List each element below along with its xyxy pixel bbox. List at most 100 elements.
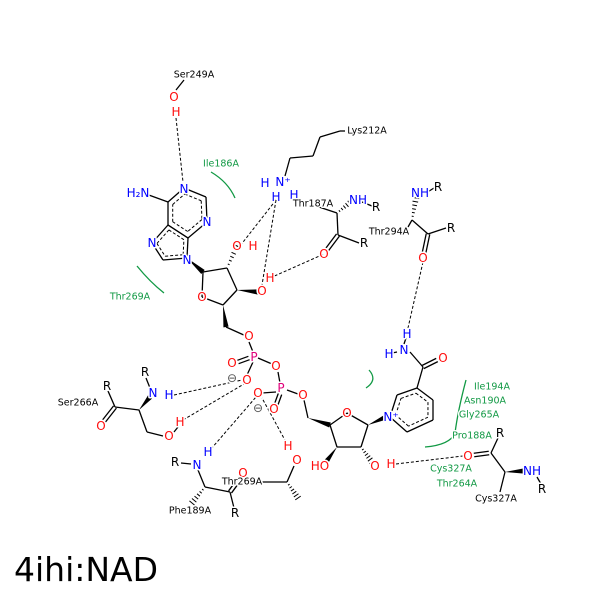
r-group: R <box>538 482 546 496</box>
residue-label-thr269: Thr269A <box>221 477 263 488</box>
bond <box>107 390 116 408</box>
hash-bond <box>293 493 299 498</box>
bond <box>490 452 506 473</box>
bond <box>403 337 407 345</box>
hash-bond <box>338 209 341 213</box>
ring-bond <box>329 424 338 448</box>
thr269-contact-arc <box>136 265 165 294</box>
ring-bond <box>346 412 369 426</box>
oxygen-atom: O <box>463 449 472 463</box>
ammonium-nitrogen: N⁺ <box>275 175 290 189</box>
double-bond <box>230 477 243 494</box>
bond <box>303 399 309 419</box>
oxygen-atom: O <box>319 247 328 261</box>
bond <box>312 136 321 157</box>
residue-label-thr294: Thr294A <box>368 227 410 238</box>
ring-bond <box>222 289 238 306</box>
hash-bond <box>230 255 234 259</box>
oxygen-atom: O <box>253 386 262 400</box>
hydrophobic-label-thr269: Thr269A <box>109 292 151 303</box>
ile186-contact-arc <box>210 171 236 199</box>
ring-bond <box>360 424 369 448</box>
double-bond <box>326 235 340 253</box>
nitrogen-atom: N <box>400 343 409 357</box>
hash-bond <box>412 200 419 203</box>
hydrogen-bond <box>261 397 287 443</box>
residue-label-ser266: Ser266A <box>58 398 99 409</box>
r-group: R <box>372 200 380 214</box>
hydrogen-atom: H <box>402 327 411 341</box>
hash-bond <box>361 448 364 451</box>
hydrogen-bond <box>407 261 424 329</box>
hash-bond <box>363 450 367 454</box>
nitrogen-atom: N <box>193 458 202 472</box>
double-bond <box>238 359 250 365</box>
oxygen-atom: O <box>96 419 105 433</box>
wedge-bond <box>308 418 331 428</box>
hash-bond <box>340 207 344 211</box>
ring-bond <box>186 237 189 259</box>
amine-group: NH <box>523 464 541 478</box>
double-bond <box>421 357 437 366</box>
aromatic-bond <box>172 193 186 205</box>
bond <box>409 351 424 368</box>
phosphorus-atom: P <box>277 381 284 395</box>
nitrogen-atom: N <box>148 236 157 250</box>
aromatic-bond <box>408 416 429 427</box>
bond <box>336 212 339 236</box>
bond <box>416 366 424 389</box>
hydrogen-bond <box>210 396 257 450</box>
oxygen-atom: O <box>298 388 307 402</box>
residue-label-thr187: Thr187A <box>292 199 334 210</box>
hash-bond <box>196 493 201 497</box>
hash-bond <box>289 486 293 489</box>
hydrophobic-label-ile194: Ile194A <box>474 382 510 393</box>
double-bond <box>273 393 279 405</box>
oxygen-atom: O <box>370 459 379 473</box>
hydrogen-atom: H <box>265 271 274 285</box>
hydrogen-bond <box>175 117 184 183</box>
hydrogen-atom: H <box>289 188 298 202</box>
hash-bond <box>290 488 295 492</box>
bond <box>427 227 447 235</box>
r-group: R <box>231 506 239 520</box>
bond <box>286 389 299 395</box>
double-bond <box>324 233 338 251</box>
oxygen-atom: O <box>244 329 253 343</box>
oxygen-atom: O <box>438 351 447 365</box>
oxygen-atom: O <box>271 359 280 373</box>
oxygen-atom: O <box>197 290 206 304</box>
aromatic-bond <box>172 221 188 232</box>
ring-bond <box>226 267 238 291</box>
bond <box>425 187 435 194</box>
ring-bond <box>201 296 224 306</box>
ring-bond <box>329 412 348 426</box>
oxygen-atom: O <box>242 373 251 387</box>
hash-bond <box>232 248 239 252</box>
hydrogen-bond <box>269 253 325 279</box>
hydrophobic-contact-arc <box>424 379 467 448</box>
double-bond <box>423 361 439 370</box>
r-group: R <box>103 379 111 393</box>
amino-group: H₂N <box>127 186 150 200</box>
hash-bond <box>347 200 352 206</box>
residue-label-ser249: Ser249A <box>174 70 215 81</box>
hydrophobic-label-gly265: Gly265A <box>459 410 500 421</box>
bond <box>284 157 291 177</box>
double-bond <box>228 475 241 492</box>
hash-bond <box>228 259 232 262</box>
wedge-bond <box>368 414 388 425</box>
hash-bond <box>412 196 420 200</box>
hydrogen-bond <box>182 383 245 421</box>
amine-group: NH <box>349 193 367 207</box>
oxygen-atom: O <box>232 239 241 253</box>
hash-bond <box>201 488 204 491</box>
hydrogen-atom: H <box>271 190 280 204</box>
bond <box>145 193 169 203</box>
phosphorus-atom: P <box>250 350 257 364</box>
oxygen-atom: O <box>418 251 427 265</box>
ring-bond <box>406 419 434 433</box>
wedge-bond <box>187 258 205 274</box>
ring-bond <box>167 224 189 239</box>
ring-bond <box>396 387 418 396</box>
